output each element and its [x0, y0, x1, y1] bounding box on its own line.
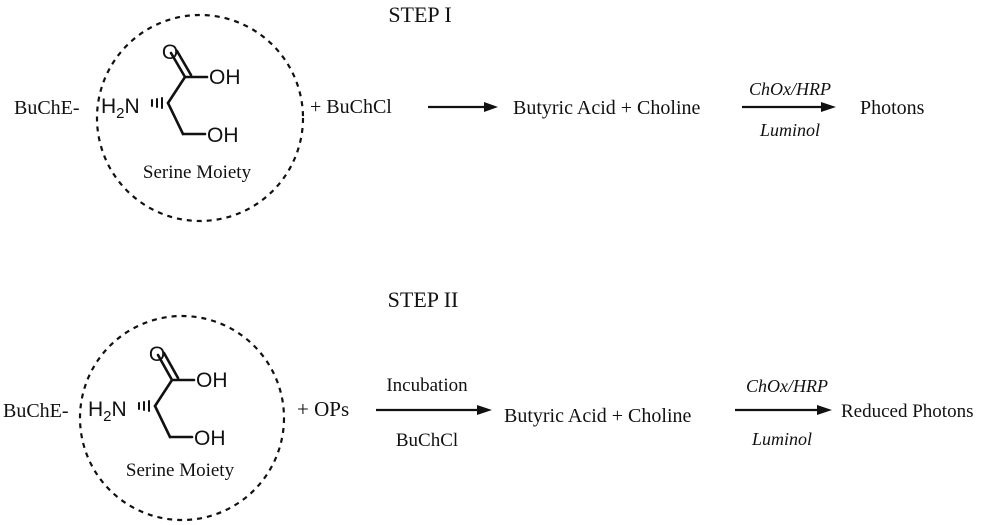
step-2-arrow-2 [735, 405, 832, 415]
step-1-side-oh: OH [207, 124, 239, 147]
step-2-serine-structure: O OH OH H2N [88, 343, 228, 450]
step-2-carbonyl-o: O [149, 343, 165, 366]
step-2: STEP II BuChE- O OH OH H2N Serine Moiety… [3, 287, 973, 522]
step-2-result: Reduced Photons [841, 401, 973, 422]
step-1: STEP I BuChE- O OH OH H2 [14, 2, 925, 223]
step-1-amine: H2N [101, 95, 140, 122]
bond [153, 378, 174, 408]
hashed-wedge-bond [138, 400, 150, 412]
step-1-enzyme-label: BuChE- [14, 97, 80, 119]
step-1-arrow-2 [742, 102, 836, 112]
hashed-wedge-bond [151, 97, 163, 109]
step-1-arrow-2-top: ChOx/HRP [749, 79, 831, 99]
step-2-arrow-2-top: ChOx/HRP [746, 376, 828, 396]
bond [153, 404, 172, 439]
step-2-side-oh: OH [194, 427, 226, 450]
step-2-arrow-1-bottom: BuChCl [396, 430, 458, 451]
step-1-arrow-2-bottom: Luminol [759, 120, 820, 140]
bond [156, 353, 174, 382]
step-1-reagent: + BuChCl [310, 96, 392, 118]
step-1-products: Butyric Acid + Choline [513, 97, 700, 119]
step-2-reagent: + OPs [297, 397, 349, 421]
step-2-acid-oh: OH [196, 369, 228, 392]
step-1-serine-structure: O OH OH H2N [101, 41, 241, 147]
step-2-title: STEP II [388, 287, 459, 312]
step-2-moiety-label: Serine Moiety [126, 460, 235, 481]
step-1-moiety-label: Serine Moiety [143, 162, 252, 183]
bond [175, 49, 193, 77]
bond [166, 75, 187, 105]
bond [166, 101, 185, 136]
step-2-products: Butyric Acid + Choline [504, 405, 691, 427]
step-1-serine-circle [95, 13, 305, 223]
step-2-serine-circle [78, 314, 286, 522]
bond [162, 351, 180, 380]
step-1-carbonyl-o: O [162, 41, 178, 64]
step-2-arrow-2-bottom: Luminol [751, 429, 812, 449]
step-2-arrow-1-top: Incubation [386, 375, 468, 396]
step-2-enzyme-label: BuChE- [3, 400, 69, 422]
step-1-arrow-1 [428, 102, 498, 112]
step-2-amine: H2N [88, 398, 127, 425]
step-1-result: Photons [860, 97, 925, 119]
step-1-acid-oh: OH [209, 66, 241, 89]
step-2-arrow-1 [376, 405, 492, 415]
step-1-title: STEP I [388, 2, 451, 27]
bond [169, 51, 187, 79]
